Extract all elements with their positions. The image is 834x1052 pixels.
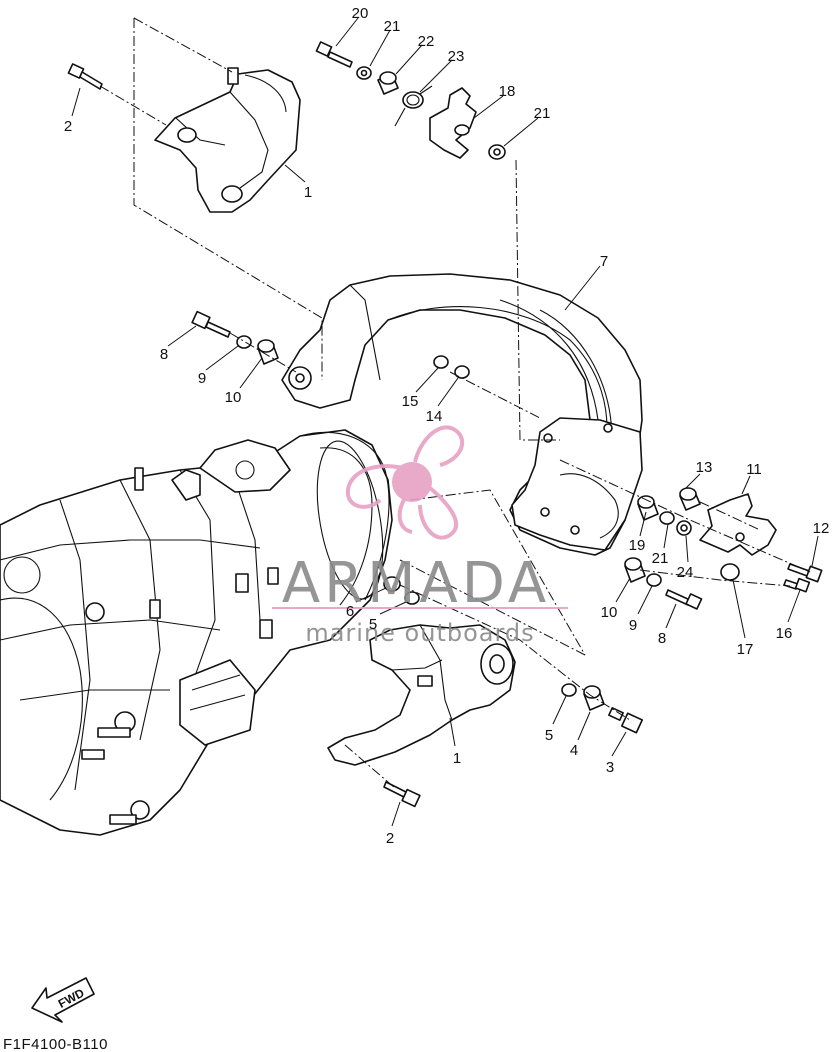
hardware-parts xyxy=(67,41,823,808)
spring-23 xyxy=(394,85,433,127)
diagram-code: F1F4100-B110 xyxy=(3,1036,108,1052)
collar-22 xyxy=(377,71,399,95)
callout-17: 17 xyxy=(737,641,754,658)
bolt-16 xyxy=(783,577,811,593)
bracket-11 xyxy=(699,493,777,556)
bolt-12 xyxy=(787,563,823,583)
callout-7: 7 xyxy=(600,253,608,270)
callout-8: 8 xyxy=(658,630,666,647)
callout-13: 13 xyxy=(696,459,713,476)
propeller-logo xyxy=(345,425,465,540)
mount-arch xyxy=(281,273,643,556)
callout-10: 10 xyxy=(225,389,242,406)
callout-5: 5 xyxy=(369,616,377,633)
callout-12: 12 xyxy=(813,520,830,537)
engine-mount-upper xyxy=(154,67,301,213)
callout-11: 11 xyxy=(746,461,762,478)
bolt-3 xyxy=(608,707,644,734)
callout-8: 8 xyxy=(160,346,168,363)
callout-24: 24 xyxy=(677,564,694,581)
engine-mount-lower xyxy=(327,624,516,766)
leader-lines xyxy=(71,17,819,827)
fwd-arrow: FWD xyxy=(31,977,95,1023)
callout-2: 2 xyxy=(64,118,72,135)
callout-18: 18 xyxy=(499,83,516,100)
bolt-20 xyxy=(315,41,353,68)
callout-2: 2 xyxy=(386,830,394,847)
bolt-8a xyxy=(191,310,231,338)
callout-21: 21 xyxy=(652,550,669,567)
callout-6: 6 xyxy=(346,603,354,620)
callout-1: 1 xyxy=(304,184,312,201)
callout-21: 21 xyxy=(534,105,551,122)
bolt-8b xyxy=(665,589,703,610)
callout-19: 19 xyxy=(629,537,646,554)
callout-20: 20 xyxy=(352,5,369,22)
callout-4: 4 xyxy=(570,742,578,759)
bolt-2b xyxy=(383,781,421,808)
callout-9: 9 xyxy=(198,370,206,387)
callout-3: 3 xyxy=(606,759,614,776)
callout-22: 22 xyxy=(418,33,435,50)
callout-10: 10 xyxy=(601,604,618,621)
watermark-tagline: marine outboards xyxy=(305,619,534,647)
callout-23: 23 xyxy=(448,48,465,65)
callout-9: 9 xyxy=(629,617,637,634)
watermark: ARMADA marine outboards xyxy=(272,425,568,647)
callout-15: 15 xyxy=(402,393,419,410)
bolt-2a xyxy=(67,63,103,90)
watermark-brand: ARMADA xyxy=(282,551,550,616)
callout-5: 5 xyxy=(545,727,553,744)
callout-16: 16 xyxy=(776,625,793,642)
callout-21: 21 xyxy=(384,18,401,35)
bracket-18 xyxy=(429,87,477,159)
engine-housing xyxy=(0,429,393,836)
callout-1: 1 xyxy=(453,750,461,767)
callout-14: 14 xyxy=(426,408,443,425)
